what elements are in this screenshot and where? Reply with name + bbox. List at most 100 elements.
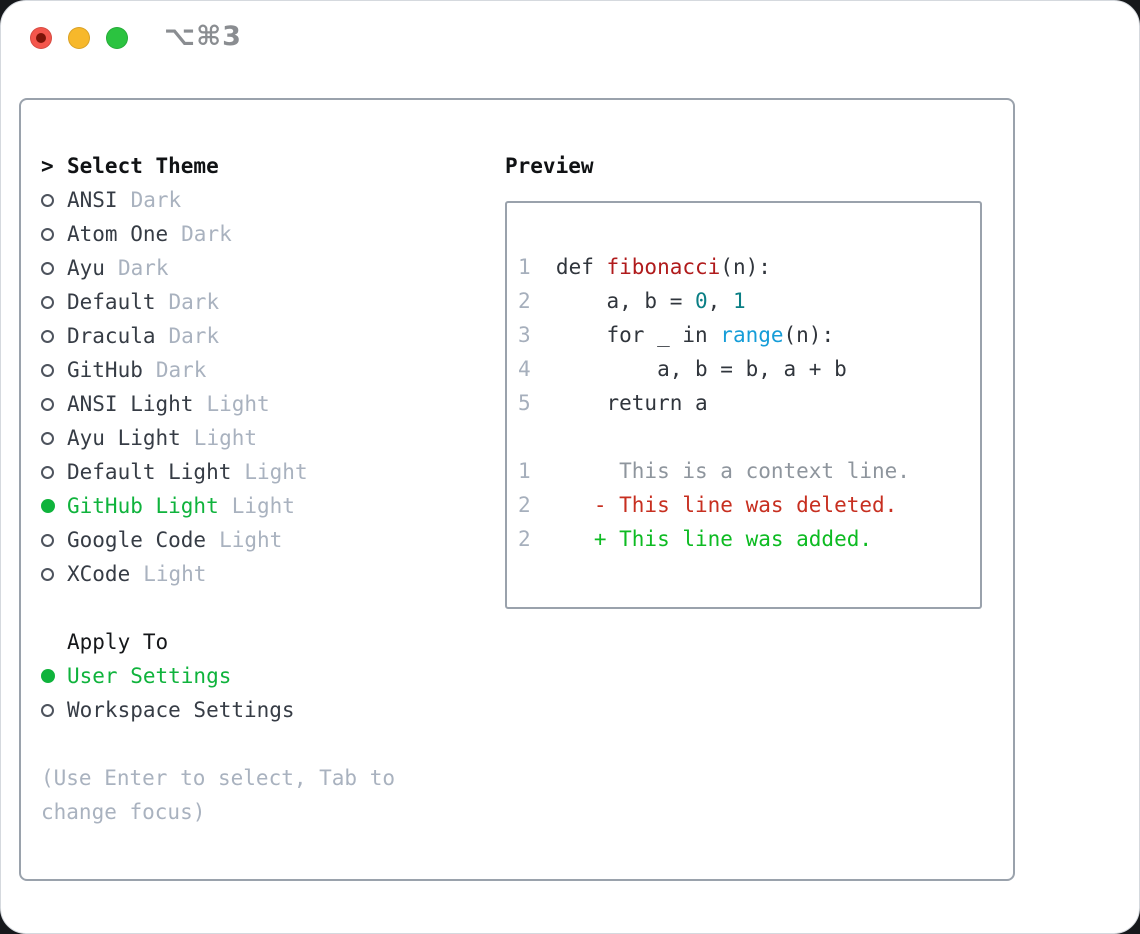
theme-option-ansi[interactable]: ANSI Dark bbox=[41, 183, 408, 217]
apply-to-header-row: Apply To bbox=[41, 625, 408, 659]
code-line: 2 a, b = 0, 1 bbox=[518, 284, 980, 318]
radio-icon bbox=[41, 363, 54, 377]
radio-selected-icon bbox=[41, 669, 55, 683]
apply-option-label: Workspace Settings bbox=[67, 698, 295, 722]
theme-option-label: Default Light bbox=[67, 460, 232, 484]
theme-option-default-light[interactable]: Default Light Light bbox=[41, 455, 408, 489]
apply-option-label: User Settings bbox=[67, 664, 232, 688]
line-number: 2 bbox=[518, 289, 531, 313]
theme-variant-tag: Light bbox=[231, 494, 295, 518]
theme-option-label: GitHub bbox=[67, 358, 143, 382]
apply-option-user-settings[interactable]: User Settings bbox=[41, 659, 408, 693]
radio-icon bbox=[41, 329, 54, 343]
line-number: 2 bbox=[518, 493, 531, 517]
theme-variant-tag: Dark bbox=[168, 324, 220, 348]
token-ctx: This is a context line. bbox=[555, 459, 910, 483]
line-number: 1 bbox=[518, 255, 531, 279]
line-number: 5 bbox=[518, 391, 531, 415]
token-code: a, b = b, a + b bbox=[555, 357, 847, 381]
radio-icon bbox=[41, 397, 54, 411]
apply-option-workspace-settings[interactable]: Workspace Settings bbox=[41, 693, 408, 727]
token-code: return a bbox=[555, 391, 708, 415]
maximize-button[interactable] bbox=[106, 27, 128, 49]
theme-option-label: GitHub Light bbox=[67, 494, 219, 518]
theme-variant-tag: Light bbox=[206, 392, 270, 416]
theme-option-default[interactable]: Default Dark bbox=[41, 285, 408, 319]
line-number: 4 bbox=[518, 357, 531, 381]
apply-to-title: Apply To bbox=[67, 630, 169, 654]
theme-variant-tag: Dark bbox=[181, 222, 232, 246]
code-line: 2 + This line was added. bbox=[518, 522, 980, 556]
token-code: (n): bbox=[783, 323, 835, 347]
radio-selected-icon bbox=[41, 499, 55, 513]
theme-variant-tag: Dark bbox=[155, 358, 207, 382]
theme-option-atom-one[interactable]: Atom One Dark bbox=[41, 217, 408, 251]
theme-option-label: Ayu bbox=[67, 256, 105, 280]
close-button[interactable] bbox=[30, 27, 52, 49]
line-number: 1 bbox=[518, 459, 531, 483]
theme-option-ayu-light[interactable]: Ayu Light Light bbox=[41, 421, 408, 455]
radio-icon bbox=[41, 261, 54, 275]
code-line: 2 - This line was deleted. bbox=[518, 488, 980, 522]
theme-option-label: XCode bbox=[67, 562, 131, 586]
theme-variant-tag: Dark bbox=[168, 290, 220, 314]
code-line: 1 This is a context line. bbox=[518, 454, 980, 488]
theme-option-google-code[interactable]: Google Code Light bbox=[41, 523, 408, 557]
token-code: , bbox=[707, 289, 733, 313]
theme-option-label: Google Code bbox=[67, 528, 207, 552]
window-shortcut-title: ⌥⌘3 bbox=[164, 21, 242, 52]
theme-variant-tag: Light bbox=[193, 426, 258, 450]
radio-icon bbox=[41, 431, 54, 445]
theme-option-dracula[interactable]: Dracula Dark bbox=[41, 319, 408, 353]
code-line: 4 a, b = b, a + b bbox=[518, 352, 980, 386]
hint-text: (Use Enter to select, Tab to change focu… bbox=[41, 766, 396, 824]
token-code: (n): bbox=[720, 255, 771, 279]
select-theme-header-row: > Select Theme bbox=[41, 149, 408, 183]
close-dot-icon bbox=[36, 33, 46, 43]
token-func: fibonacci bbox=[606, 255, 721, 279]
diff-sample: 1 This is a context line.2 - This line w… bbox=[518, 454, 980, 556]
token-num: 0 bbox=[695, 289, 708, 313]
code-line: 3 for _ in range(n): bbox=[518, 318, 980, 352]
token-add: + This line was added. bbox=[555, 527, 872, 551]
theme-option-github[interactable]: GitHub Dark bbox=[41, 353, 408, 387]
theme-variant-tag: Dark bbox=[117, 256, 169, 280]
code-line: 5 return a bbox=[518, 386, 980, 420]
theme-variant-tag: Light bbox=[219, 528, 283, 552]
select-theme-title: Select Theme bbox=[67, 154, 219, 178]
theme-option-label: Default bbox=[67, 290, 156, 314]
token-builtin: range bbox=[720, 323, 784, 347]
minimize-button[interactable] bbox=[68, 27, 90, 49]
token-code: def bbox=[555, 255, 607, 279]
radio-icon bbox=[41, 533, 54, 547]
theme-variant-tag: Dark bbox=[130, 188, 182, 212]
theme-option-label: Ayu Light bbox=[67, 426, 181, 450]
radio-icon bbox=[41, 567, 54, 581]
line-number: 2 bbox=[518, 527, 531, 551]
code-line: 1 def fibonacci(n): bbox=[518, 250, 980, 284]
theme-option-label: ANSI bbox=[67, 188, 118, 212]
theme-option-label: Atom One bbox=[67, 222, 169, 246]
preview-title: Preview bbox=[505, 154, 594, 178]
radio-icon bbox=[41, 227, 54, 241]
radio-icon bbox=[41, 295, 54, 309]
radio-icon bbox=[41, 703, 54, 717]
theme-option-ayu[interactable]: Ayu Dark bbox=[41, 251, 408, 285]
prompt-caret: > bbox=[41, 154, 54, 178]
theme-option-github-light[interactable]: GitHub Light Light bbox=[41, 489, 408, 523]
theme-option-label: Dracula bbox=[67, 324, 156, 348]
line-number: 3 bbox=[518, 323, 531, 347]
theme-variant-tag: Light bbox=[244, 460, 308, 484]
token-code: for _ in bbox=[555, 323, 721, 347]
